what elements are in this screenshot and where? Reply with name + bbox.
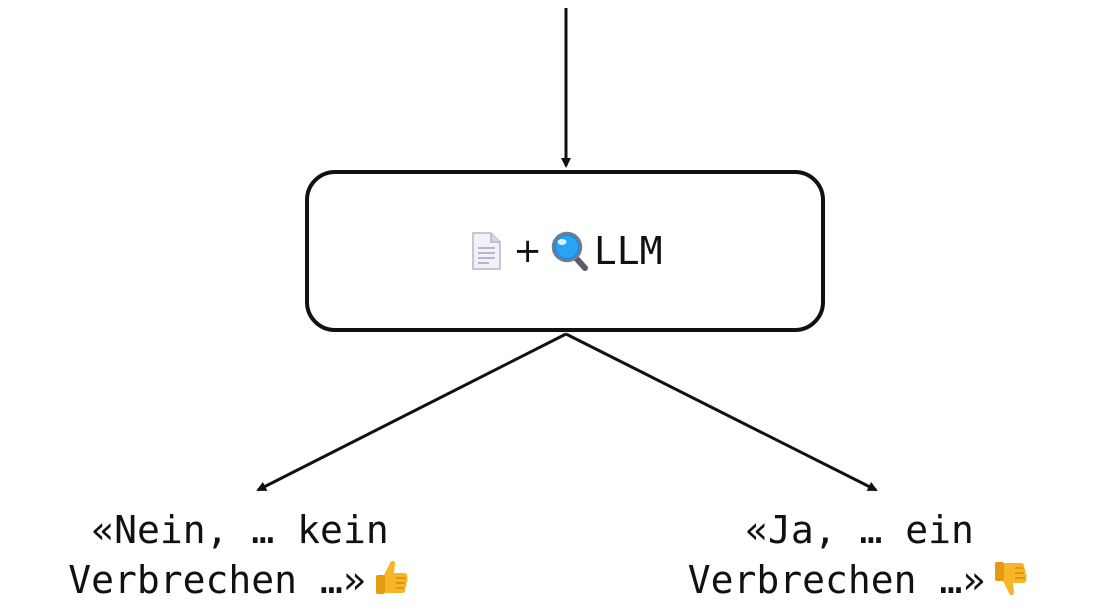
magnifier-icon bbox=[550, 230, 588, 272]
outcome-crime: «Ja, … ein Verbrechen …» bbox=[618, 505, 1101, 605]
left-arrow bbox=[256, 332, 567, 492]
outcome-crime-line2: Verbrechen …» bbox=[687, 558, 986, 602]
outcome-crime-line2-wrap: Verbrechen …» bbox=[618, 555, 1101, 605]
outcome-no-crime-line2-wrap: Verbrechen …» bbox=[0, 555, 480, 605]
outcome-no-crime-line2: Verbrechen …» bbox=[68, 558, 366, 602]
document-icon bbox=[467, 230, 505, 272]
llm-label: LLM bbox=[593, 229, 663, 273]
llm-node-content: + LLM bbox=[467, 229, 663, 273]
outcome-no-crime-line1: «Nein, … kein bbox=[91, 508, 389, 552]
outcome-no-crime: «Nein, … kein Verbrechen …» bbox=[0, 505, 480, 605]
outcome-crime-line1: «Ja, … ein bbox=[745, 508, 974, 552]
thumbs-down-icon bbox=[991, 557, 1031, 599]
plus-sign: + bbox=[513, 231, 542, 271]
thumbs-up-icon bbox=[372, 557, 412, 599]
llm-node: + LLM bbox=[305, 170, 825, 332]
right-arrow bbox=[565, 332, 878, 492]
